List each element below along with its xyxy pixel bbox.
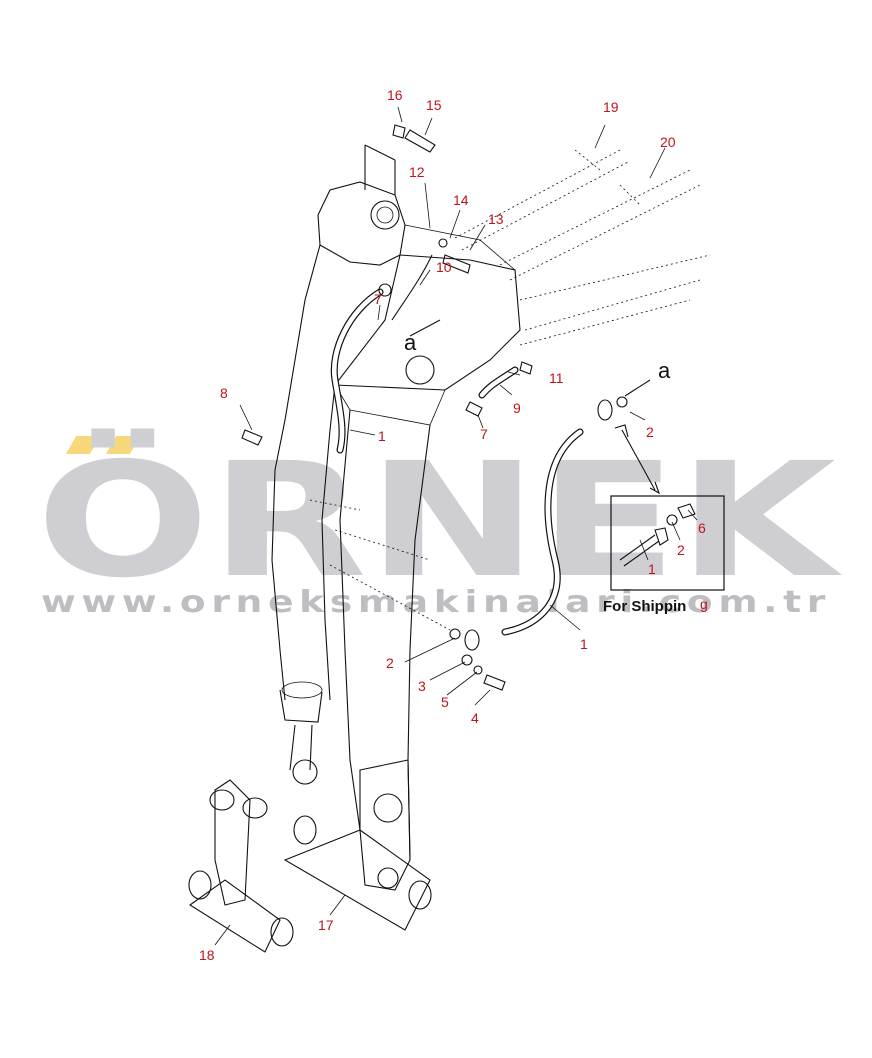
watermark-url: www.orneksmakinalari.com.tr — [41, 585, 831, 620]
link-18-upright — [214, 779, 251, 906]
boom-arm-drawing — [188, 106, 711, 953]
watermark-accent-mark — [105, 436, 141, 454]
link-17-ring-left — [293, 815, 317, 845]
cylinder-rod — [289, 724, 313, 771]
boom-pin-inner — [376, 206, 394, 224]
boom-head — [317, 181, 406, 266]
boom-body-right — [321, 254, 401, 701]
oring-upper — [616, 396, 628, 408]
view-arrow-upper — [624, 379, 651, 397]
shipping-oring — [666, 514, 678, 526]
callout-6: 6 — [698, 520, 706, 536]
view-marker-a-lower: a — [404, 330, 417, 355]
callout-11: 11 — [549, 370, 564, 386]
callout-19: 19 — [603, 99, 619, 115]
shipping-label-overlap: g — [700, 596, 708, 612]
callout-labels: 16 15 19 20 12 14 13 10 7 11 9 7 8 1 2 6… — [199, 87, 706, 963]
callout-12: 12 — [409, 164, 425, 180]
callout-10: 10 — [436, 259, 452, 275]
oring-lower — [449, 628, 461, 640]
arm-end — [359, 759, 411, 891]
link-17-ring-right — [408, 880, 432, 910]
washer-14 — [438, 238, 448, 248]
callout-5: 5 — [441, 694, 449, 710]
callout-15: 15 — [426, 97, 442, 113]
alignment-lines — [309, 499, 451, 631]
link-18-ring-right — [270, 917, 294, 947]
callout-1-upper: 1 — [378, 428, 386, 444]
boom-body-left — [271, 244, 321, 701]
fitting-16 — [392, 124, 406, 139]
callout-7-top: 7 — [374, 291, 382, 307]
callout-1-lower: 1 — [580, 636, 588, 652]
callout-8: 8 — [220, 385, 228, 401]
leader-lines — [214, 106, 698, 946]
flange-upper — [597, 399, 613, 421]
callout-17: 17 — [318, 917, 334, 933]
boom-cylinder — [279, 689, 323, 723]
callout-7-mid: 7 — [480, 426, 488, 442]
arm-pin-hole — [373, 793, 403, 823]
callout-2-lower: 2 — [386, 655, 394, 671]
callout-3: 3 — [418, 678, 426, 694]
bolt-4 — [483, 674, 506, 691]
fitting-7 — [465, 401, 483, 417]
view-arrow-lower — [409, 319, 441, 337]
bolt-13 — [442, 254, 471, 274]
view-marker-a-upper: a — [658, 358, 671, 383]
callout-2-upper: 2 — [646, 424, 654, 440]
callout-18: 18 — [199, 947, 215, 963]
double-arrow — [614, 424, 661, 495]
shipping-label: For Shippin — [603, 598, 686, 615]
washer-3 — [461, 654, 473, 666]
boom-bracket — [364, 144, 396, 195]
box-pin-hole — [405, 355, 435, 385]
watermark-accent-mark — [65, 436, 101, 454]
hose-10 — [391, 254, 433, 321]
cylinder-rod-19 — [454, 149, 629, 251]
boom-box-top — [404, 224, 516, 271]
link-17 — [283, 829, 431, 931]
fitting-8 — [241, 429, 263, 446]
cylinder-lines — [519, 254, 711, 346]
cylinder-cap — [281, 681, 323, 699]
shipping-plate — [677, 503, 696, 519]
callout-20: 20 — [660, 134, 676, 150]
link-18-ring-left — [188, 870, 212, 900]
watermark: ÖRNEK www.orneksmakinalari.com.tr — [36, 427, 843, 620]
box-detail — [334, 384, 446, 426]
callout-2-box: 2 — [677, 542, 685, 558]
fitting-11 — [519, 361, 533, 375]
callout-14: 14 — [453, 192, 469, 208]
shipping-inset — [610, 495, 725, 591]
link-18-top-ring — [209, 789, 235, 811]
cylinder-eye — [292, 759, 318, 785]
callout-9: 9 — [513, 400, 521, 416]
washer-5 — [473, 665, 483, 675]
boom-pin-hole — [370, 200, 400, 230]
boom-upper-box — [334, 254, 521, 391]
arm-pin-hole-lower — [377, 867, 399, 889]
fitting-top — [378, 283, 392, 297]
link-18 — [189, 879, 281, 953]
flange-lower — [464, 629, 480, 651]
callout-1-box: 1 — [648, 561, 656, 577]
callout-16: 16 — [387, 87, 403, 103]
callout-4: 4 — [471, 710, 479, 726]
cylinder-rod-20 — [499, 169, 701, 281]
shipping-pin — [619, 527, 669, 567]
watermark-brand: ÖRNEK — [36, 427, 843, 613]
link-18-top-ring-2 — [242, 797, 268, 819]
arm-left — [339, 409, 361, 831]
shipping-box — [610, 495, 725, 591]
callout-13: 13 — [488, 211, 504, 227]
fitting-15 — [404, 129, 436, 153]
